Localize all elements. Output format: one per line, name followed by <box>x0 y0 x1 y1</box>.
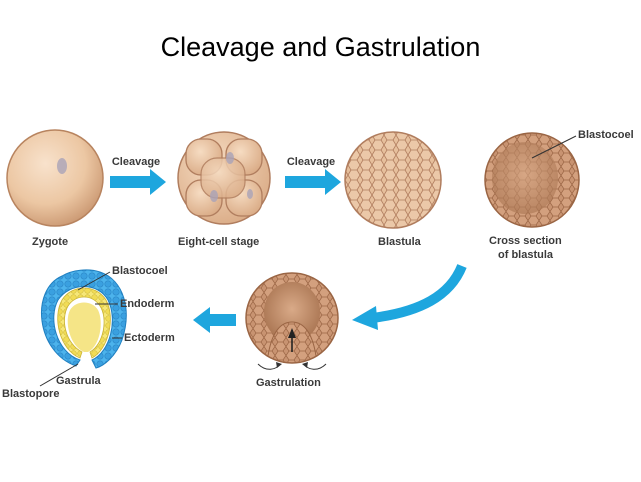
cross-section-label-1: Cross section <box>489 235 562 247</box>
gastrula-arrow <box>193 307 236 333</box>
cleavage-arrow-2 <box>285 169 341 195</box>
gastrulation-embryo <box>246 273 338 369</box>
cleavage-arrow-1 <box>110 169 166 195</box>
gastrula-label: Gastrula <box>56 375 102 387</box>
eight-cell-embryo <box>178 132 270 224</box>
cleavage-label-2: Cleavage <box>287 156 335 168</box>
zygote-label: Zygote <box>32 236 68 248</box>
cross-section-label-2: of blastula <box>498 249 554 261</box>
gastrula-embryo <box>40 270 126 386</box>
blastula-label: Blastula <box>378 236 422 248</box>
cleavage-label-1: Cleavage <box>112 156 160 168</box>
blastopore-label: Blastopore <box>2 388 59 400</box>
blastula-embryo <box>345 132 441 228</box>
gastrulation-label: Gastrulation <box>256 377 321 389</box>
ectoderm-label: Ectoderm <box>124 332 175 344</box>
endoderm-label: Endoderm <box>120 298 175 310</box>
gastrulation-curved-arrow <box>352 266 462 330</box>
blastocoel-gastrula-label: Blastocoel <box>112 265 168 277</box>
zygote-cell <box>7 130 103 226</box>
blastocoel-top-label: Blastocoel <box>578 129 634 141</box>
blastula-cross-section <box>485 133 579 227</box>
eight-cell-label: Eight-cell stage <box>178 236 259 248</box>
